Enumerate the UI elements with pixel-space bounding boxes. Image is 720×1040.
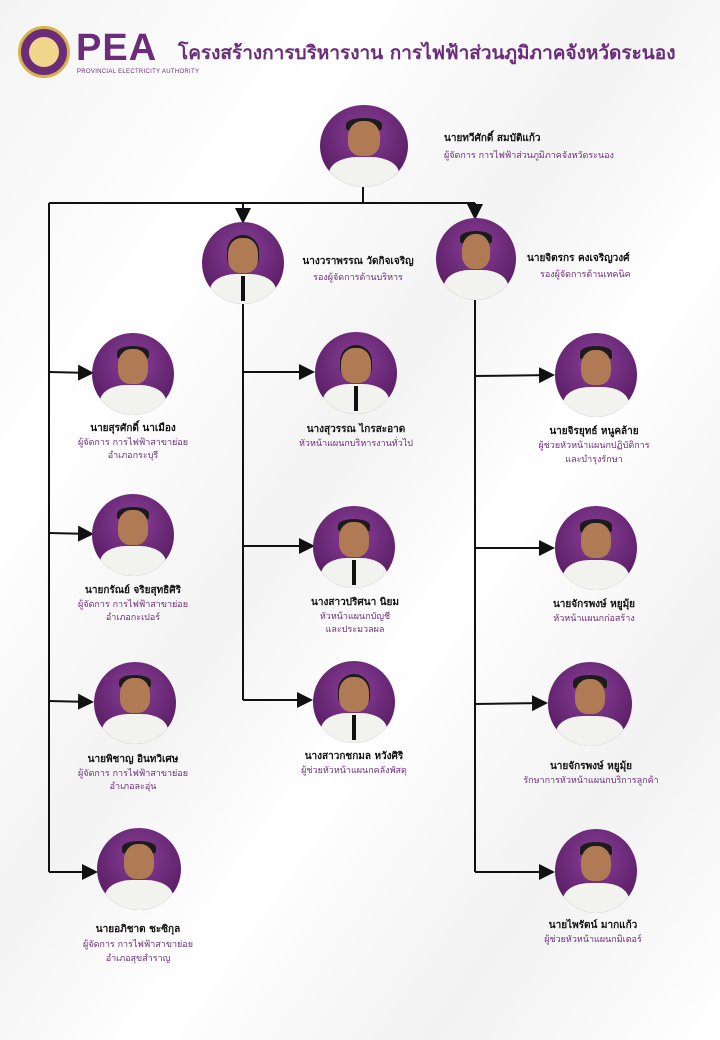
avatar-mid-3 — [313, 661, 395, 743]
right-3-name: นายจักรพงษ์ หยูมุ้ย — [549, 761, 633, 772]
mid-1-role: หัวหน้าแผนกบริหารงานทั่วไป — [299, 439, 413, 449]
left-3-role: ผู้จัดการ การไฟฟ้าสาขาย่อย — [78, 769, 188, 779]
right-2-role: หัวหน้าแผนกก่อสร้าง — [553, 614, 635, 624]
avatar-deputy-admin — [202, 222, 284, 304]
avatar-right-4 — [555, 829, 637, 913]
left-1-name: นายสุรศักดิ์ นาเมือง — [90, 423, 176, 434]
left-4-name: นายอภิชาต ชะซิกุล — [95, 924, 181, 935]
avatar-deputy-tech — [436, 218, 516, 300]
right-4-role: ผู้ช่วยหัวหน้าแผนกมิเตอร์ — [544, 935, 642, 945]
deputy-admin-name: นางวราพรรณ วัดกิจเจริญ — [302, 256, 414, 267]
page-title: โครงสร้างการบริหารงาน การไฟฟ้าส่วนภูมิภา… — [178, 42, 676, 64]
avatar-mid-2 — [313, 506, 395, 588]
left-2-role: ผู้จัดการ การไฟฟ้าสาขาย่อย — [78, 600, 188, 610]
left-3-name: นายพิชาญ อินทวิเศษ — [87, 754, 179, 765]
top-manager-name: นายทวีศักดิ์ สมบัติแก้ว — [444, 133, 541, 144]
mid-3-name: นางสาวกชกมล หวังศิริ — [304, 751, 404, 762]
pea-seal-logo — [18, 26, 70, 78]
mid-3-role: ผู้ช่วยหัวหน้าแผนกคลังพัสดุ — [301, 766, 407, 776]
left-4-role: ผู้จัดการ การไฟฟ้าสาขาย่อย — [83, 940, 193, 950]
deputy-tech-name: นายจิตรกร คงเจริญวงศ์ — [527, 253, 630, 264]
right-3-role: รักษาการหัวหน้าแผนกบริการลูกค้า — [523, 776, 659, 786]
right-1-role-line2: และบำรุงรักษา — [565, 455, 623, 465]
top-manager-role: ผู้จัดการ การไฟฟ้าส่วนภูมิภาคจังหวัดระนอ… — [444, 151, 614, 161]
mid-1-name: นางสุวรรณ ไกรสะอาด — [306, 424, 406, 435]
avatar-left-4 — [97, 828, 181, 910]
left-3-role-line2: อำเภอละอุ่น — [109, 782, 157, 792]
avatar-left-1 — [92, 333, 174, 415]
left-1-role-line2: อำเภอกระบุรี — [107, 451, 159, 461]
header: PEA PROVINCIAL ELECTRICITY AUTHORITY โคร… — [0, 0, 720, 100]
right-2-name: นายจักรพงษ์ หยูมุ้ย — [552, 599, 636, 610]
deputy-tech-role: รองผู้จัดการด้านเทคนิค — [540, 270, 631, 280]
pea-logo-text: PEA — [76, 27, 158, 69]
avatar-right-3 — [548, 662, 632, 746]
left-2-role-line2: อำเภอกะเปอร์ — [105, 613, 161, 623]
avatar-right-1 — [555, 333, 637, 417]
pea-logo-subtext: PROVINCIAL ELECTRICITY AUTHORITY — [77, 69, 200, 75]
mid-2-role: หัวหน้าแผนกบัญชี — [319, 612, 391, 622]
left-1-role: ผู้จัดการ การไฟฟ้าสาขาย่อย — [78, 438, 188, 448]
avatar-top-manager — [320, 105, 408, 187]
right-1-name: นายจิรยุทธ์ หนูคล้าย — [549, 426, 639, 437]
avatar-right-2 — [555, 506, 637, 590]
avatar-left-3 — [94, 662, 176, 744]
deputy-admin-role: รองผู้จัดการด้านบริหาร — [313, 273, 403, 283]
right-4-name: นายไพรัตน์ มากแก้ว — [548, 920, 638, 931]
left-4-role-line2: อำเภอสุขสำราญ — [105, 954, 171, 964]
avatar-mid-1 — [315, 332, 397, 414]
avatar-left-2 — [92, 494, 174, 576]
right-1-role: ผู้ช่วยหัวหน้าแผนกปฏิบัติการ — [538, 441, 650, 451]
left-2-name: นายกรัณย์ จริยสุทธิศิริ — [85, 585, 181, 596]
mid-2-role-line2: และประมวลผล — [325, 625, 385, 635]
mid-2-name: นางสาวปริศนา นิยม — [311, 597, 399, 608]
